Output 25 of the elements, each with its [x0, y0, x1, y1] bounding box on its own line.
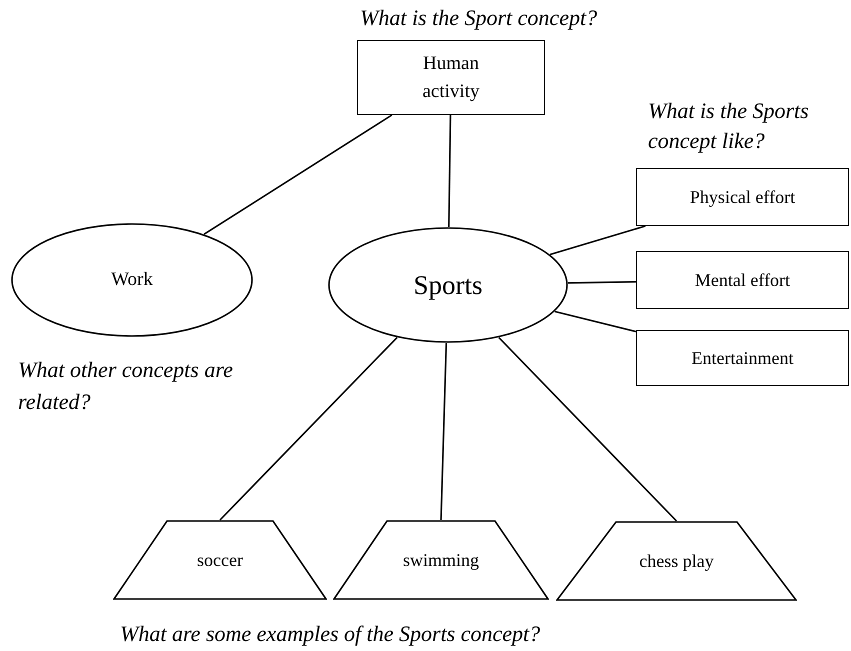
question-label: What other concepts are related? [18, 356, 234, 416]
node-text: Physical effort [690, 186, 796, 209]
connector-line [550, 225, 646, 256]
node-text: chess play [639, 550, 714, 573]
node-text: Work [111, 268, 153, 292]
concept-box [636, 251, 849, 309]
connector-line [204, 114, 392, 235]
concept-box [636, 330, 849, 386]
node-text: Entertainment [692, 347, 794, 370]
node-text: swimming [402, 549, 479, 572]
concept-box [636, 168, 849, 226]
node-text: Sports [413, 271, 483, 299]
question-label: What are some examples of the Sports concept? [120, 620, 542, 648]
connector-line [498, 336, 678, 522]
connector-line [219, 336, 398, 521]
connector-line [440, 342, 448, 520]
node-text: Mental effort [694, 269, 790, 292]
concept-box [357, 40, 545, 115]
question-label: What is the Sports concept like? [648, 97, 810, 155]
node-text: soccer [197, 549, 243, 572]
connector-line [448, 114, 452, 228]
connector-line [554, 310, 636, 332]
question-label: What is the Sport concept? [360, 4, 598, 32]
node-text: Human activity [422, 52, 480, 104]
connector-line [568, 281, 636, 284]
